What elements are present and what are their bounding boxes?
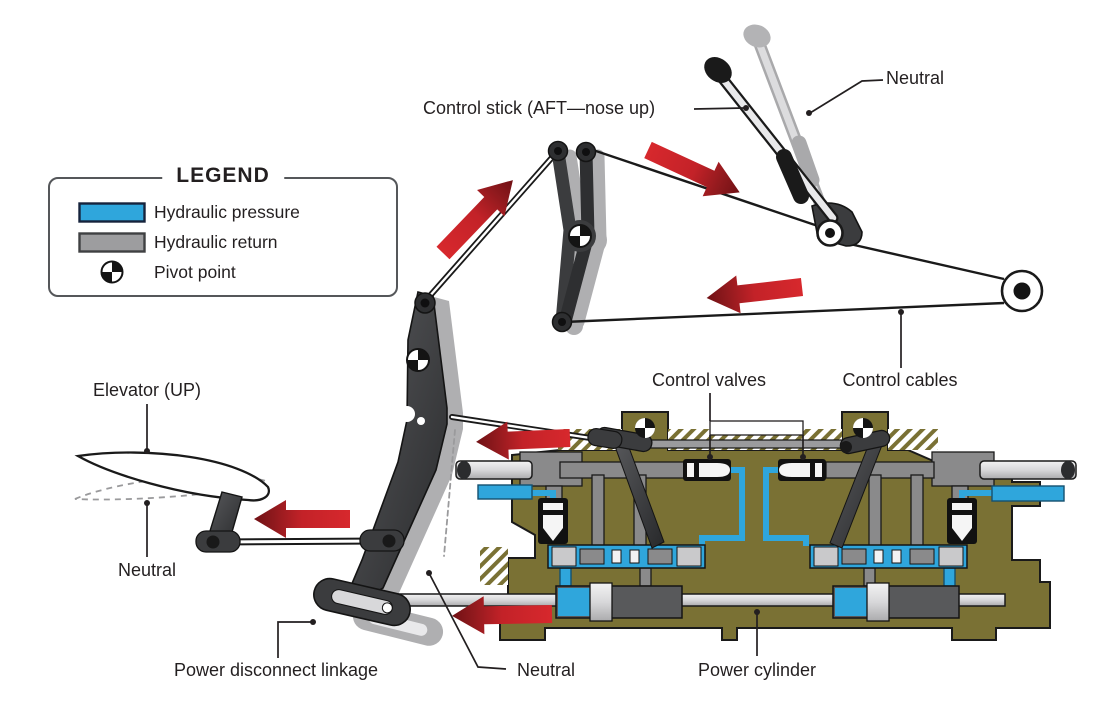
motion-arrows	[254, 141, 804, 635]
arrow-cable-return	[706, 275, 804, 314]
legend-item-hydraulic-pressure: Hydraulic pressure	[78, 197, 300, 227]
label-elevator-up: Elevator (UP)	[92, 380, 202, 400]
label-neutral-linkage: Neutral	[516, 660, 576, 680]
hydraulic-pressure-lines	[515, 467, 996, 546]
label-neutral-stick: Neutral	[886, 68, 945, 88]
valve-rod-right	[979, 460, 1077, 480]
leader-dots	[144, 105, 904, 625]
legend-label: Pivot point	[154, 261, 236, 282]
elevator-airfoil	[74, 451, 271, 502]
legend-label: Hydraulic return	[154, 231, 278, 252]
power-disconnect-linkage	[313, 577, 411, 627]
control-valve-right	[778, 459, 826, 481]
arrow-cable-forward	[644, 141, 740, 197]
center-bellcrank	[547, 140, 597, 333]
stick-grip	[704, 57, 732, 83]
leader-lines	[146, 79, 902, 670]
label-control-valves: Control valves	[651, 370, 767, 390]
check-valve-left	[538, 498, 568, 544]
arrow-piston-rod	[452, 596, 553, 635]
pivot-point-icon	[635, 418, 655, 438]
slide-valve-left	[547, 544, 706, 569]
label-neutral-elevator: Neutral	[117, 560, 177, 580]
arrow-valve-rod	[476, 421, 571, 460]
label-power-cylinder: Power cylinder	[697, 660, 817, 680]
control-stick	[704, 57, 863, 247]
label-control-stick: Control stick (AFT—nose up)	[423, 98, 656, 118]
valve-control-rod	[449, 414, 623, 449]
slide-valve-right	[809, 544, 968, 569]
hydraulic-pressure-swatch	[78, 201, 146, 223]
pivot-point-icon	[78, 260, 146, 284]
pivot-point-icon	[406, 348, 430, 372]
valve-actuating-rod	[639, 439, 856, 449]
power-piston-left	[555, 582, 683, 622]
legend-label: Hydraulic pressure	[154, 201, 300, 222]
check-valve-right	[947, 498, 977, 544]
label-control-cables: Control cables	[842, 370, 958, 390]
control-cables-lines	[563, 147, 1005, 324]
control-valve-left	[683, 459, 731, 481]
hydraulic-pressure-ports	[477, 484, 1065, 587]
arrow-elevator-rod	[254, 500, 350, 538]
cable-pulley	[1000, 269, 1044, 313]
legend-item-pivot-point: Pivot point	[78, 257, 300, 287]
pivot-point-icon	[568, 224, 592, 248]
label-power-disconnect: Power disconnect linkage	[173, 660, 379, 680]
power-piston-right	[832, 582, 960, 622]
pivot-point-icon	[853, 418, 873, 438]
arrow-pushrod-up	[436, 180, 513, 260]
valve-rod-left	[455, 460, 533, 480]
hydraulic-return-swatch	[78, 231, 146, 253]
main-bellcrank	[344, 291, 448, 607]
elevator-group	[74, 451, 405, 553]
stick-pushrod	[425, 150, 559, 301]
legend: LEGEND Hydraulic pressure Hydraulic retu…	[48, 164, 398, 297]
legend-item-hydraulic-return: Hydraulic return	[78, 227, 300, 257]
legend-title: LEGEND	[162, 164, 284, 188]
power-cylinder-assembly	[371, 411, 1077, 641]
